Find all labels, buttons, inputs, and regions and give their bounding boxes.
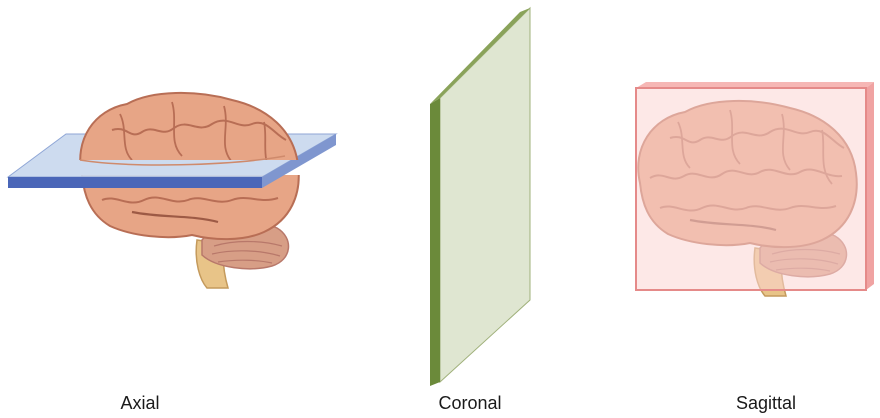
coronal-label: Coronal: [390, 392, 550, 414]
sagittal-label: Sagittal: [686, 392, 846, 414]
sagittal-plane: [636, 88, 866, 290]
sagittal-panel: [636, 82, 874, 296]
coronal-plane: [430, 8, 530, 386]
axial-label: Axial: [60, 392, 220, 414]
coronal-panel: [368, 8, 603, 386]
axial-panel: [8, 93, 336, 288]
